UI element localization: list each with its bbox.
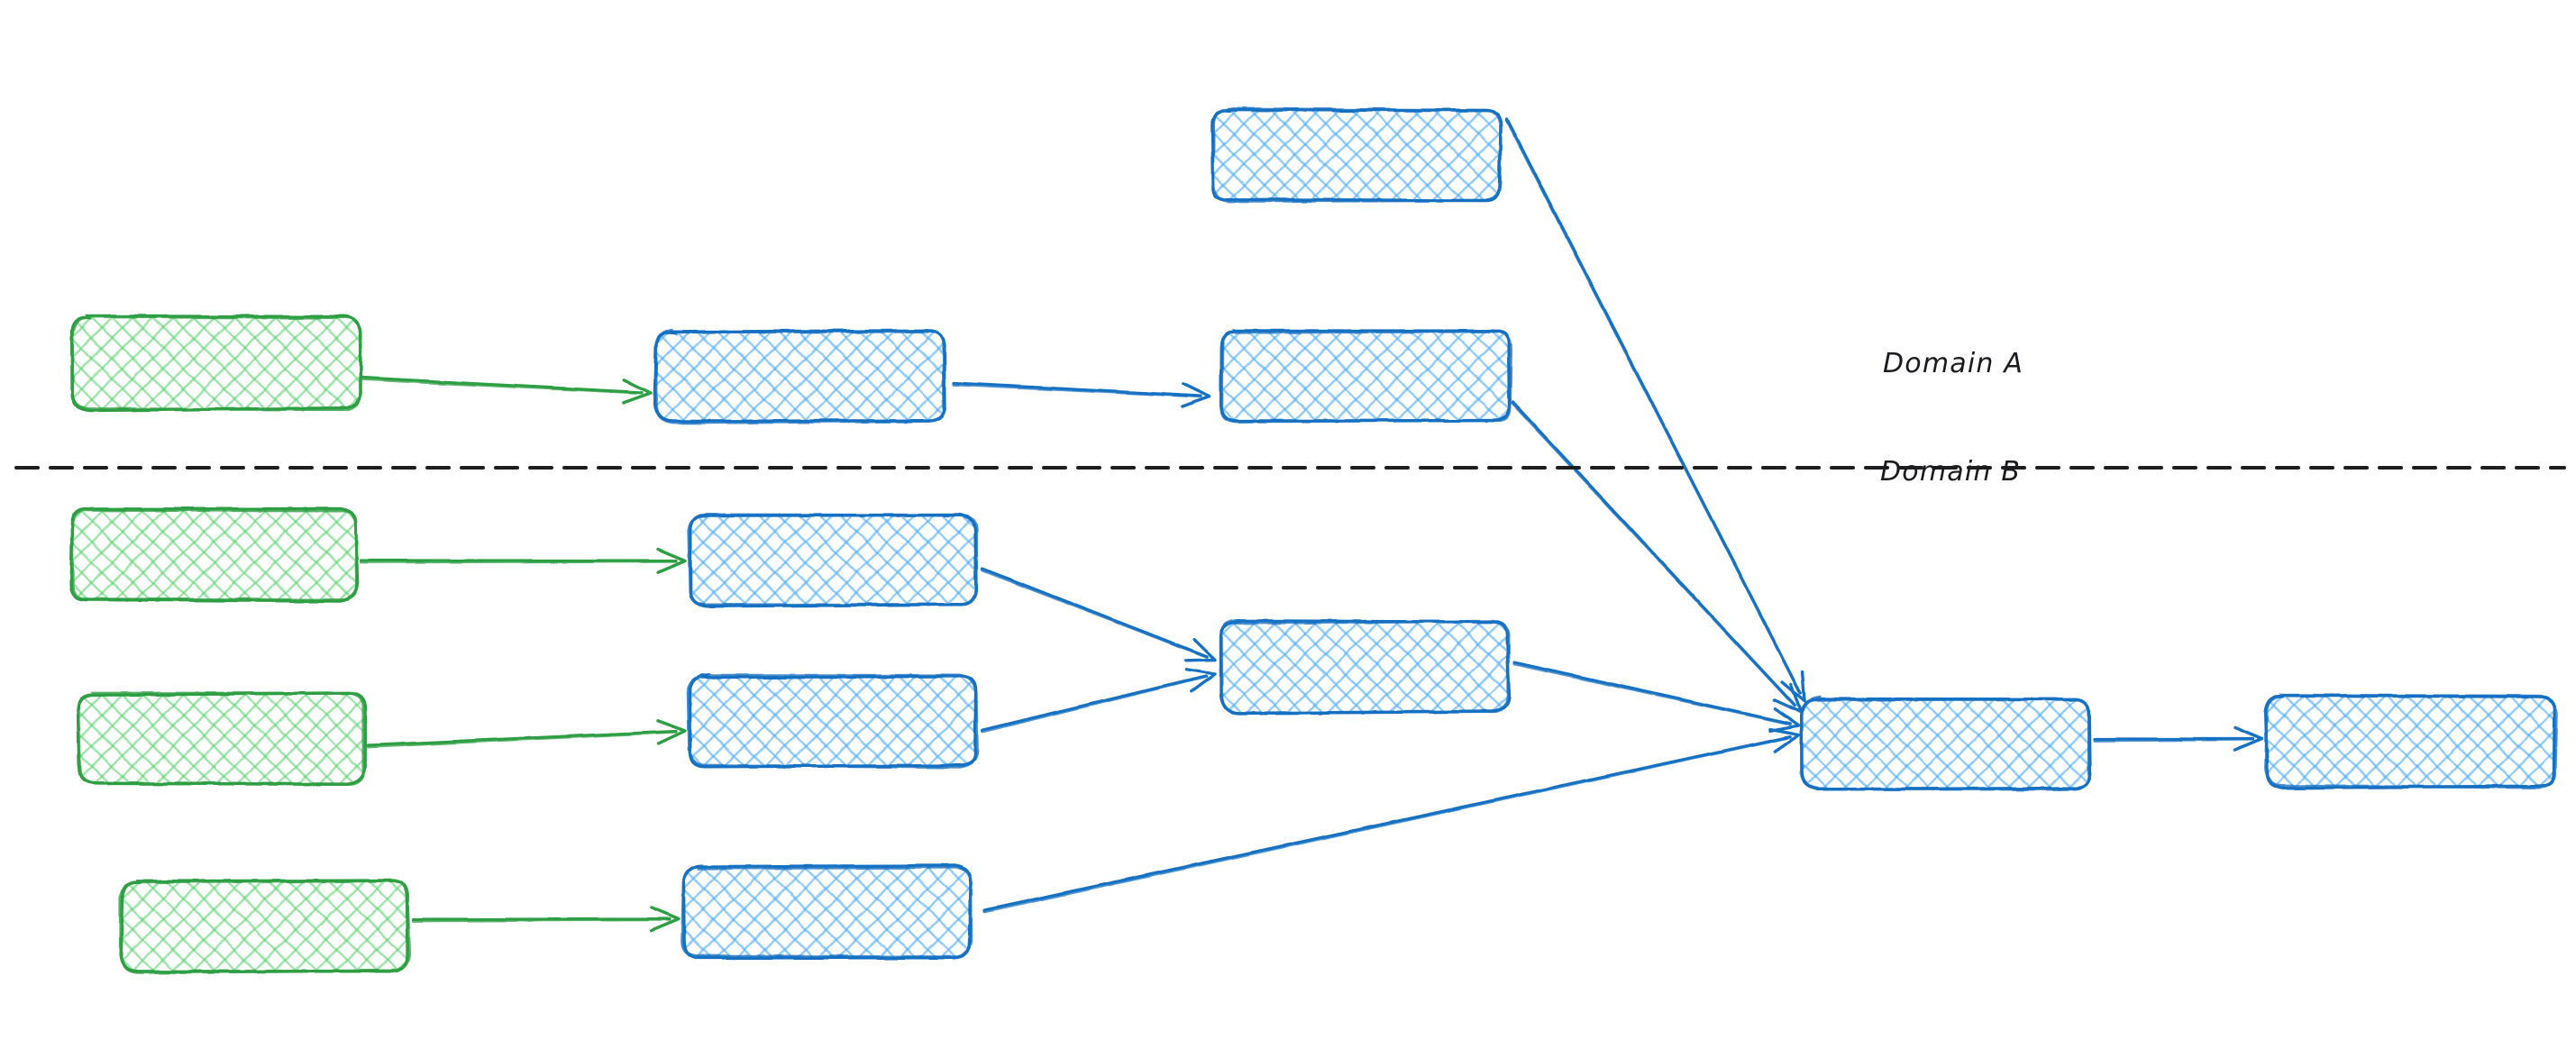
diagram-node[interactable]	[681, 863, 973, 960]
edge-line	[1511, 402, 1796, 707]
edge-line	[981, 569, 1209, 659]
diagram-edge[interactable]	[361, 376, 653, 405]
diagram-edge[interactable]	[366, 719, 687, 749]
node-fill	[656, 332, 945, 422]
edge-arrowhead	[1780, 670, 1806, 703]
node-outline	[681, 863, 973, 959]
node-fill	[690, 676, 976, 766]
diagram-edge[interactable]	[1512, 661, 1801, 733]
diagram-edge[interactable]	[359, 547, 687, 574]
node-fill	[1803, 698, 2089, 789]
edge-arrowhead	[1768, 707, 1801, 733]
node-outline	[76, 691, 366, 786]
diagram-node[interactable]	[1799, 695, 2092, 791]
diagram-node[interactable]	[118, 879, 412, 974]
edge-arrowhead	[1183, 637, 1217, 662]
edge-line	[981, 675, 1208, 734]
edge-line	[359, 559, 678, 564]
node-outline	[1211, 107, 1503, 203]
diagram-node[interactable]	[2263, 693, 2559, 790]
diagram-node[interactable]	[1210, 107, 1503, 203]
edge-arrowhead	[621, 379, 653, 405]
diagram-node[interactable]	[69, 315, 362, 413]
node-fill	[690, 515, 976, 606]
node-outline	[686, 673, 979, 770]
edge-arrowhead	[655, 719, 687, 745]
node-fill	[71, 510, 357, 600]
edges-layer	[359, 117, 2264, 933]
edge-line	[952, 383, 1202, 398]
node-fill	[1212, 110, 1501, 200]
edge-line	[982, 735, 1792, 914]
diagram-edge[interactable]	[2093, 725, 2264, 753]
node-fill	[73, 317, 360, 409]
node-outline	[70, 506, 359, 602]
edge-arrowhead	[1180, 382, 1211, 408]
node-outline	[1219, 329, 1512, 424]
diagram-node[interactable]	[69, 506, 360, 603]
domain-a-label: Domain A	[1883, 348, 2024, 379]
edge-line	[1505, 119, 1803, 696]
diagram-node[interactable]	[1219, 329, 1512, 424]
edge-arrowhead	[2233, 725, 2264, 753]
nodes-layer	[69, 107, 2559, 974]
diagram-edge[interactable]	[411, 906, 681, 933]
diagram-edge[interactable]	[981, 567, 1217, 662]
edge-line	[411, 917, 671, 923]
diagram-edge[interactable]	[982, 727, 1801, 914]
node-outline	[2264, 693, 2559, 789]
node-fill	[683, 867, 970, 957]
diagram-edge[interactable]	[952, 381, 1211, 408]
diagram-edge[interactable]	[1505, 117, 1806, 703]
edge-line	[2093, 737, 2255, 743]
node-fill	[122, 881, 408, 971]
node-outline	[70, 315, 362, 412]
node-outline	[1219, 618, 1510, 716]
node-outline	[118, 879, 412, 974]
diagram-node[interactable]	[76, 691, 368, 786]
diagram-node[interactable]	[687, 513, 979, 608]
node-fill	[2267, 697, 2555, 787]
edge-line	[361, 378, 644, 395]
diagram-edge[interactable]	[1511, 400, 1803, 714]
node-outline	[687, 513, 979, 607]
node-outline	[654, 328, 946, 424]
edge-line	[1512, 662, 1792, 725]
node-fill	[1221, 332, 1510, 422]
edge-arrowhead	[650, 906, 681, 933]
node-fill	[79, 694, 364, 784]
diagram-node[interactable]	[686, 672, 979, 770]
edge-arrowhead	[1768, 727, 1801, 753]
diagram-node[interactable]	[1219, 618, 1512, 716]
domain-b-label: Domain B	[1880, 456, 2022, 488]
edge-arrowhead	[1184, 668, 1217, 693]
edge-arrowhead	[656, 547, 687, 574]
node-fill	[1221, 622, 1508, 712]
edge-line	[366, 730, 678, 749]
diagram-node[interactable]	[653, 328, 947, 424]
diagram-edge[interactable]	[981, 668, 1217, 734]
node-outline	[1800, 695, 2091, 791]
